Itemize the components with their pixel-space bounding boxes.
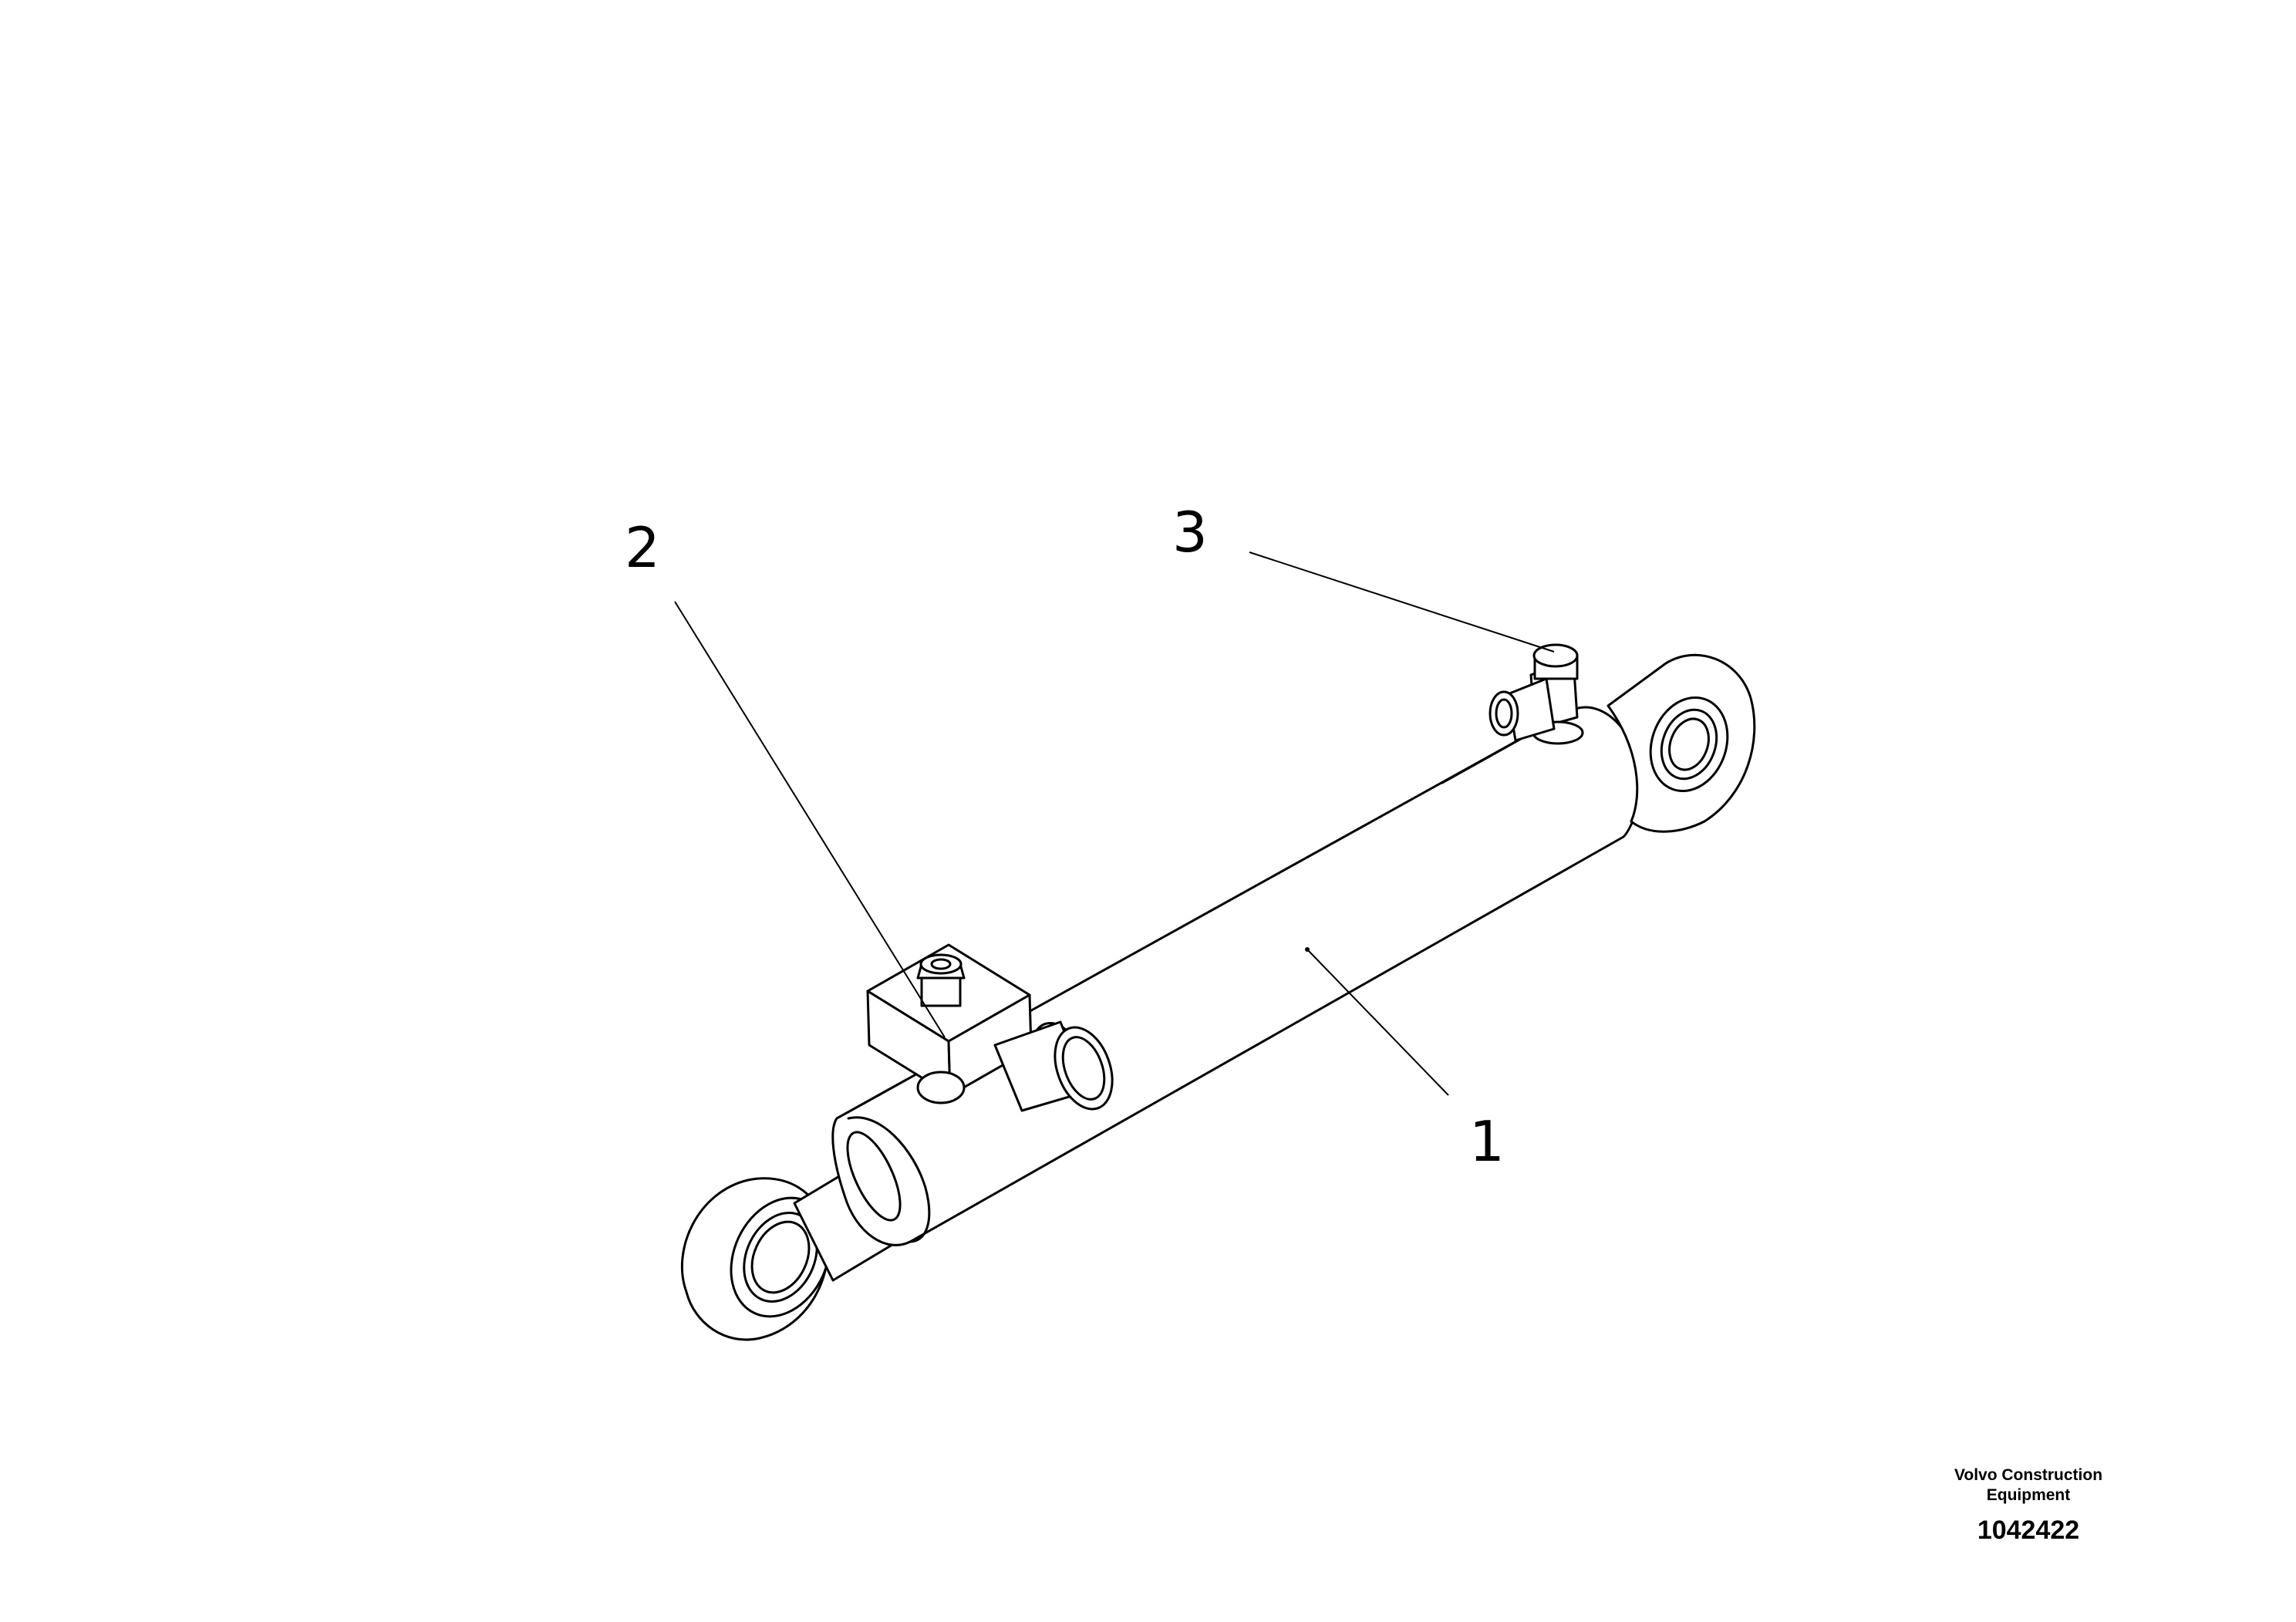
- drawing-number: 1042422: [1977, 1516, 2080, 1545]
- leader-lines: [674, 551, 1555, 1096]
- callout-label-2: 2: [625, 515, 660, 580]
- leader-line-3: [1249, 551, 1555, 653]
- leader-line-2: [674, 601, 946, 1038]
- company-name-line1: Volvo Construction: [1954, 1466, 2103, 1484]
- callout-label-3: 3: [1172, 500, 1208, 565]
- leader-dot-1: [1305, 947, 1310, 952]
- company-name-line2: Equipment: [1986, 1486, 2071, 1504]
- clevis-eye-right: [1607, 653, 1756, 833]
- leader-line-1: [1306, 949, 1449, 1096]
- grease-fitting: [1489, 643, 1584, 745]
- valve-block: [866, 943, 1114, 1112]
- drawing-caption: Volvo Construction Equipment 1042422: [1897, 1465, 2159, 1547]
- callout-label-1: 1: [1469, 1109, 1505, 1174]
